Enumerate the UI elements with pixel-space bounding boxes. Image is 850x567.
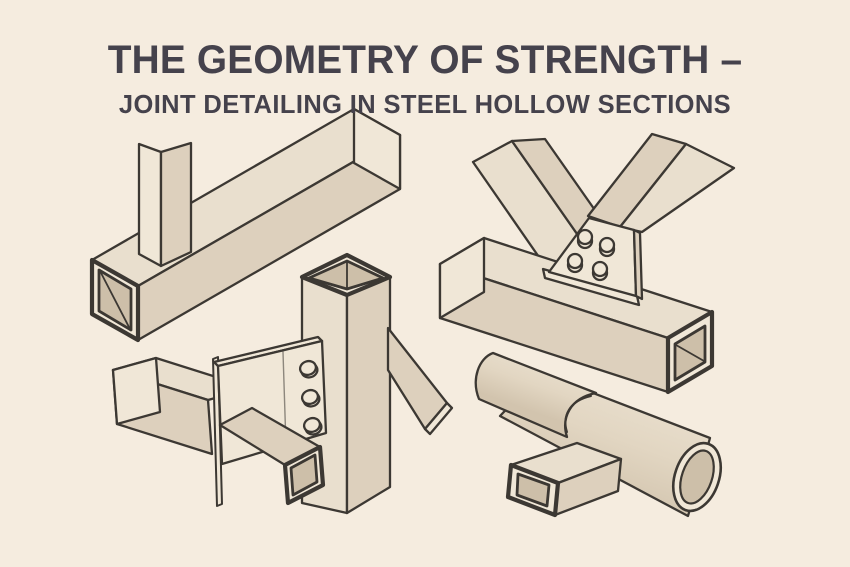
title-block: THE GEOMETRY OF STRENGTH – JOINT DETAILI… (0, 40, 850, 117)
stub-member (218, 406, 326, 506)
plate-thickness-edge (632, 228, 644, 301)
right-brace (586, 132, 736, 234)
gusset-plate-joint-illustration (438, 132, 736, 395)
beam-end-plate-edge (212, 356, 223, 507)
chs-saddle-joint-illustration (474, 351, 723, 518)
bolt-group (298, 359, 323, 436)
vertical-post (137, 141, 193, 268)
column-open-top (299, 252, 393, 298)
bolt-group (566, 228, 616, 282)
saddle-weld-line (564, 395, 592, 433)
beam-cut-end (352, 107, 402, 191)
diagonal-brace (386, 326, 454, 436)
chord-open-end (665, 309, 715, 395)
post-left-face (137, 142, 163, 268)
main-title: THE GEOMETRY OF STRENGTH – (107, 38, 743, 82)
post-right-face (159, 141, 193, 268)
column-right-face (345, 275, 392, 515)
shs-t-joint-illustration (89, 107, 402, 343)
column-end-plate-joint-illustration (111, 252, 454, 515)
tube-open-end (671, 441, 723, 513)
beam-open-end (89, 257, 141, 343)
chord-cut-end (438, 236, 486, 320)
subtitle: JOINT DETAILING IN STEEL HOLLOW SECTIONS (118, 89, 732, 119)
gusset-plate (541, 216, 644, 307)
rectangular-stub (505, 441, 623, 518)
